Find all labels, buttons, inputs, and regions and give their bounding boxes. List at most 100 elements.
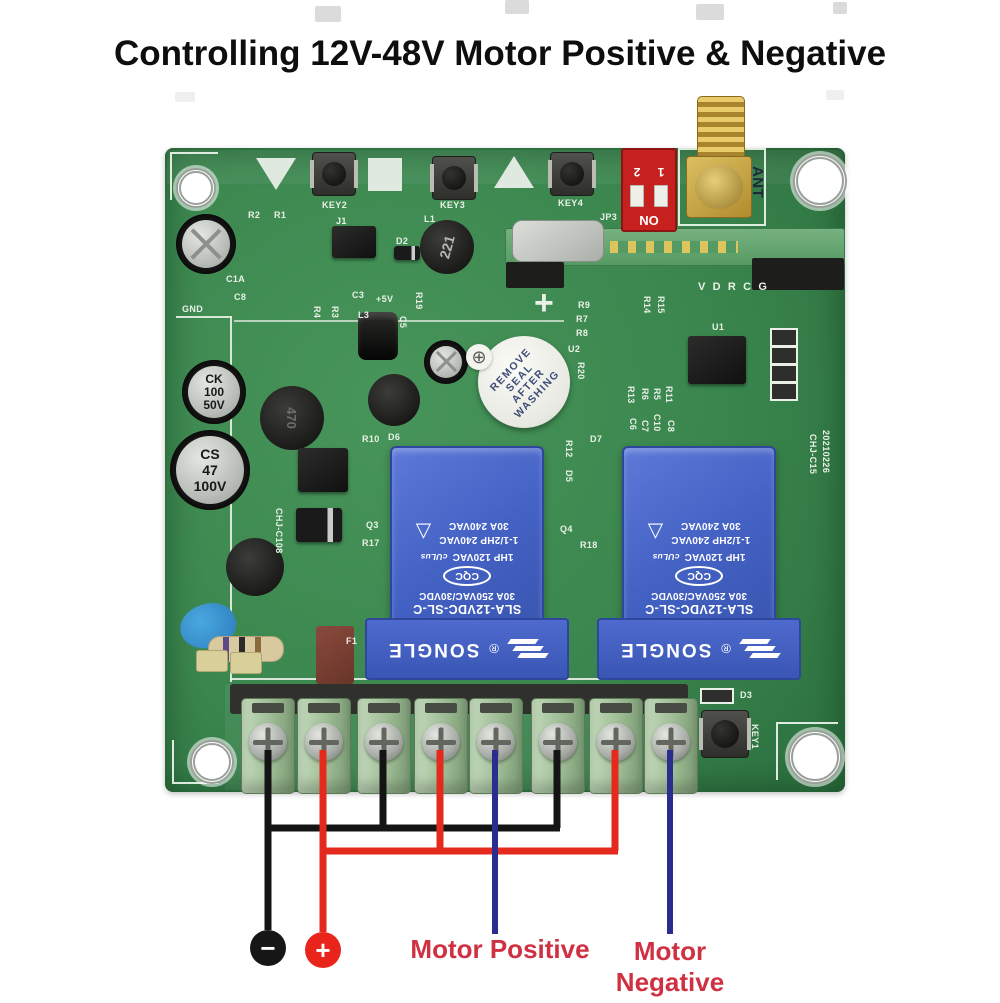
silkscreen-corner xyxy=(172,740,218,784)
silkscreen-label: C1A xyxy=(226,274,246,284)
silkscreen-label: CHJ-C108 xyxy=(274,508,284,554)
silkscreen-label: R3 xyxy=(330,306,340,319)
photo-artifact xyxy=(175,92,195,102)
capacitor-ck-100-50v: CK 100 50V xyxy=(182,360,246,424)
silkscreen-label: L3 xyxy=(358,310,370,320)
capacitor-top xyxy=(430,346,462,378)
solder-pad xyxy=(770,328,798,347)
silkscreen-label: KEY2 xyxy=(322,200,348,210)
positive-terminal-cap: + xyxy=(305,932,341,968)
relay-rating: 30A 240VAC xyxy=(448,520,509,531)
silkscreen-label: L1 xyxy=(424,214,436,224)
silkscreen-label: C8 xyxy=(234,292,247,302)
silkscreen-label: U2 xyxy=(568,344,581,354)
silkscreen-label: KEY3 xyxy=(440,200,466,210)
terminal-screw[interactable] xyxy=(539,723,577,761)
dip-pin-2-label: 2 xyxy=(633,165,641,179)
terminal-screw[interactable] xyxy=(422,723,460,761)
silkscreen-label: R9 xyxy=(578,300,591,310)
dip-rocker-1[interactable] xyxy=(654,185,668,207)
screw-terminal-5[interactable] xyxy=(469,698,523,794)
cqc-mark: CQC xyxy=(675,566,723,586)
cap-marking: 50V xyxy=(203,397,225,412)
dip-rocker-2[interactable] xyxy=(630,185,644,207)
relay-model: SLA-12VDC-SL-C xyxy=(412,602,522,616)
screw-terminal-3[interactable] xyxy=(357,698,411,794)
silkscreen-label: R8 xyxy=(576,328,589,338)
mounting-hole xyxy=(788,730,842,784)
silkscreen-corner xyxy=(170,152,218,200)
silkscreen-label: R19 xyxy=(414,292,424,310)
key1-button[interactable] xyxy=(699,710,751,758)
silkscreen-label: R5 xyxy=(652,388,662,401)
page-title: Controlling 12V-48V Motor Positive & Neg… xyxy=(113,34,887,73)
silkscreen-label: Q4 xyxy=(560,524,573,534)
silkscreen-label: F1 xyxy=(346,636,358,646)
silkscreen-label: D7 xyxy=(590,434,603,444)
relay-1: SLA-12VDC-SL-C 30A 250VAC/30VDC CQC 1HP … xyxy=(365,446,569,680)
seal-cross-icon: ⊕ xyxy=(466,344,492,370)
silkscreen-label: KEY4 xyxy=(558,198,584,208)
songle-triangle-icon: △ xyxy=(415,521,432,543)
relay-rating: 30A 250VAC/30VDC xyxy=(650,590,748,601)
silkscreen-label: V D R C G xyxy=(698,281,768,293)
terminal-screw[interactable] xyxy=(652,723,690,761)
motor-negative-label: Motor Negative xyxy=(615,936,725,997)
silkscreen-label: C6 xyxy=(628,418,638,431)
screw-terminal-1[interactable] xyxy=(241,698,295,794)
dip-switch-face: ON 1 2 xyxy=(625,152,673,228)
silkscreen-line xyxy=(234,320,564,322)
capacitor-cs-47-100v: CS 47 100V xyxy=(170,430,250,510)
buzzer: REMOVE SEAL AFTER WASHING xyxy=(478,336,570,428)
up-arrow-icon xyxy=(494,156,534,188)
silkscreen-label: R17 xyxy=(362,538,380,548)
silkscreen-label: C5 xyxy=(398,316,408,329)
relay-brand: SONGLE xyxy=(619,639,712,660)
relay-rating: 30A 250VAC/30VDC xyxy=(418,590,516,601)
film-capacitor xyxy=(230,652,262,674)
key2-button[interactable] xyxy=(310,152,358,196)
key4-button[interactable] xyxy=(548,152,596,196)
relay-rating: 1-1/2HP 240VAC xyxy=(671,534,751,545)
pin-header xyxy=(752,258,844,290)
screw-terminal-4[interactable] xyxy=(414,698,468,794)
silkscreen-label: R10 xyxy=(362,434,380,444)
silkscreen-label: R11 xyxy=(664,386,674,404)
silkscreen-label: R7 xyxy=(576,314,589,324)
key3-button[interactable] xyxy=(430,156,478,200)
screw-terminal-7[interactable] xyxy=(589,698,643,794)
silkscreen-label: 20210226 xyxy=(821,430,831,474)
terminal-screw[interactable] xyxy=(305,723,343,761)
terminal-screw[interactable] xyxy=(597,723,635,761)
capacitor-top xyxy=(182,220,230,268)
screw-terminal-8[interactable] xyxy=(644,698,698,794)
terminal-screw[interactable] xyxy=(477,723,515,761)
relay-rating: 1HP 120VAC xyxy=(452,551,514,562)
relay-model: SLA-12VDC-SL-C xyxy=(644,602,754,616)
silkscreen-label: JP3 xyxy=(600,212,618,222)
screw-terminal-6[interactable] xyxy=(531,698,585,794)
screw-terminal-2[interactable] xyxy=(297,698,351,794)
registered-mark: ® xyxy=(489,641,499,657)
relay-brand: SONGLE xyxy=(387,639,480,660)
dip-on-label: ON xyxy=(639,213,659,228)
pin-header xyxy=(506,262,564,288)
inductor xyxy=(368,374,420,426)
silkscreen-label: R14 xyxy=(642,296,652,314)
silkscreen-label: GND xyxy=(182,304,204,314)
ic-u1 xyxy=(688,336,746,384)
inductor-470: 470 xyxy=(260,386,324,450)
silkscreen-label: R4 xyxy=(312,306,322,319)
silkscreen-label: R6 xyxy=(640,388,650,401)
cap-marking: 100 xyxy=(203,384,225,399)
songle-triangle-icon: △ xyxy=(647,521,664,543)
silkscreen-label: CHJ-C15 xyxy=(808,434,818,475)
silkscreen-label: U1 xyxy=(712,322,725,332)
stop-square-icon xyxy=(368,158,402,191)
mounting-hole xyxy=(176,168,216,208)
fuse-f1 xyxy=(316,626,354,684)
terminal-screw[interactable] xyxy=(249,723,287,761)
terminal-screw[interactable] xyxy=(365,723,403,761)
dip-switch[interactable]: ON 1 2 xyxy=(621,148,677,232)
relay-rating: 1-1/2HP 240VAC xyxy=(439,534,519,545)
